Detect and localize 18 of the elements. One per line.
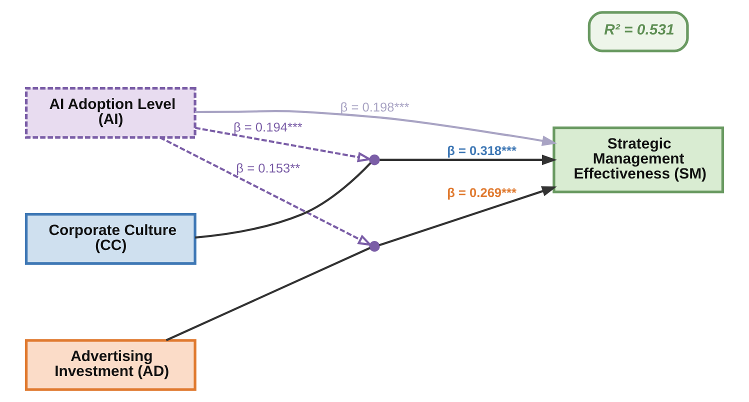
connector — [166, 247, 370, 342]
arrow — [195, 110, 558, 146]
node-circle — [369, 241, 380, 252]
arrow — [380, 154, 557, 166]
edge-label: β = 0.198*** — [340, 99, 410, 114]
node-box: Advertising Investment (AD) — [24, 339, 196, 391]
node-box: R² = 0.531 — [588, 11, 689, 52]
edge-label: β = 0.194*** — [234, 120, 302, 135]
edge-label: β = 0.269*** — [447, 184, 516, 200]
node-box: Corporate Culture (CC) — [24, 213, 196, 265]
arrow — [160, 136, 373, 246]
edge-label: β = 0.153** — [236, 160, 300, 176]
edge-label: β = 0.318*** — [447, 143, 516, 158]
node-box: Strategic Management Effectiveness (SM) — [552, 126, 724, 194]
node-box: AI Adoption Level (AI) — [24, 86, 196, 139]
arrow — [378, 186, 557, 246]
node-circle — [369, 154, 380, 166]
connector — [194, 162, 372, 239]
